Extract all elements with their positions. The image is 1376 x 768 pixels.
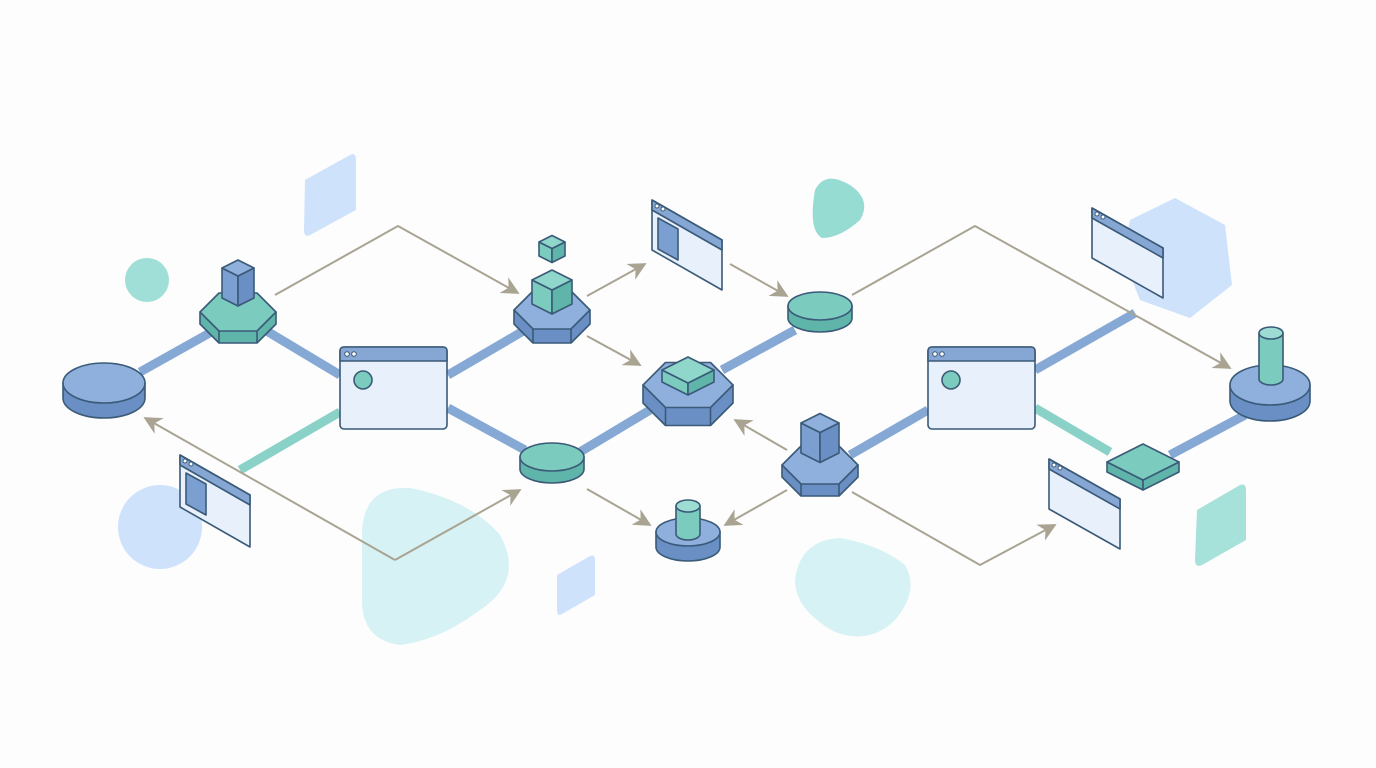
arrow-icon [851,224,1232,369]
window-titlebar [339,346,448,362]
window-titlebar [651,199,723,251]
cube-top [800,412,840,434]
window-titlebar [1091,207,1164,259]
arrow-icon [586,488,652,526]
blob-shape [362,487,509,645]
browser-window-icon [179,454,251,548]
connector-line [262,326,343,379]
window-dot [932,351,938,357]
connector-line [1167,411,1248,459]
browser-window-icon [339,346,448,430]
window-image [185,472,207,516]
window-dot [188,461,194,467]
disk-top [62,362,146,404]
cube-top [531,269,573,291]
window-dot [1057,465,1063,471]
window-titlebar [179,454,251,506]
disk-top [519,442,585,472]
arrow-icon [274,224,520,296]
window-dot [344,351,350,357]
connector-line [237,408,343,474]
arrow-icon [394,489,522,561]
window-dot [1100,214,1106,220]
cube-icon [538,234,566,264]
disk-node-icon [62,362,146,419]
connector-line [577,406,653,456]
connector-line [719,326,798,374]
cylinder-top [1258,326,1284,340]
browser-window-icon [1091,207,1164,299]
arrow-icon [143,417,396,561]
hexagon-platform-icon [781,445,859,497]
cube-top [221,259,255,277]
cube-top [1106,443,1180,481]
connector-line [445,404,528,454]
hexagon-platform-icon [199,292,277,344]
window-titlebar [927,346,1036,362]
arrow-icon [733,419,788,451]
arrow-icon [729,263,789,297]
window-dot [660,206,666,212]
blob-parallelogram [557,555,595,615]
cylinder-body [675,505,701,541]
window-dot [351,351,357,357]
cylinder-body [1258,332,1284,386]
cube-top [661,356,715,384]
cylinder-icon [675,499,701,541]
cube-top [538,234,566,250]
connector-line [1032,404,1113,456]
arrow-icon [586,335,642,366]
browser-window-icon [927,346,1036,430]
arrow-icon [723,489,788,526]
disk-top [787,291,853,321]
cylinder-icon [1258,326,1284,386]
window-dot [1051,462,1057,468]
cube-icon [661,356,715,396]
cube-icon [531,269,573,315]
window-avatar [353,370,373,390]
connector-line [847,406,931,459]
hex-top [199,292,277,332]
connectors [137,309,1248,474]
cube-icon [800,412,840,464]
blob-parallelogram [1195,484,1246,566]
diamond-tile-icon [1106,443,1180,491]
browser-window-icon [651,199,723,291]
connector-line [1032,309,1138,374]
blob-parallelogram [304,154,356,236]
connector-line [445,326,528,379]
window-dot [654,203,660,209]
window-avatar [941,370,961,390]
arrow-icon [586,263,647,297]
window-titlebar [1048,458,1121,510]
arrow-icon [851,491,1057,567]
window-dot [939,351,945,357]
blob-shape [795,538,911,637]
cube-icon [221,259,255,307]
flow-arrows [143,224,1232,567]
cylinder-top [675,499,701,513]
blob-circle [125,258,169,302]
window-dot [1094,211,1100,217]
disk-node-icon [519,442,585,484]
blob-shape [812,178,865,238]
connector-line [137,326,218,376]
browser-window-icon [1048,458,1121,550]
disk-node-icon [787,291,853,333]
window-dot [182,458,188,464]
nodes [62,199,1311,562]
window-image [657,217,679,261]
